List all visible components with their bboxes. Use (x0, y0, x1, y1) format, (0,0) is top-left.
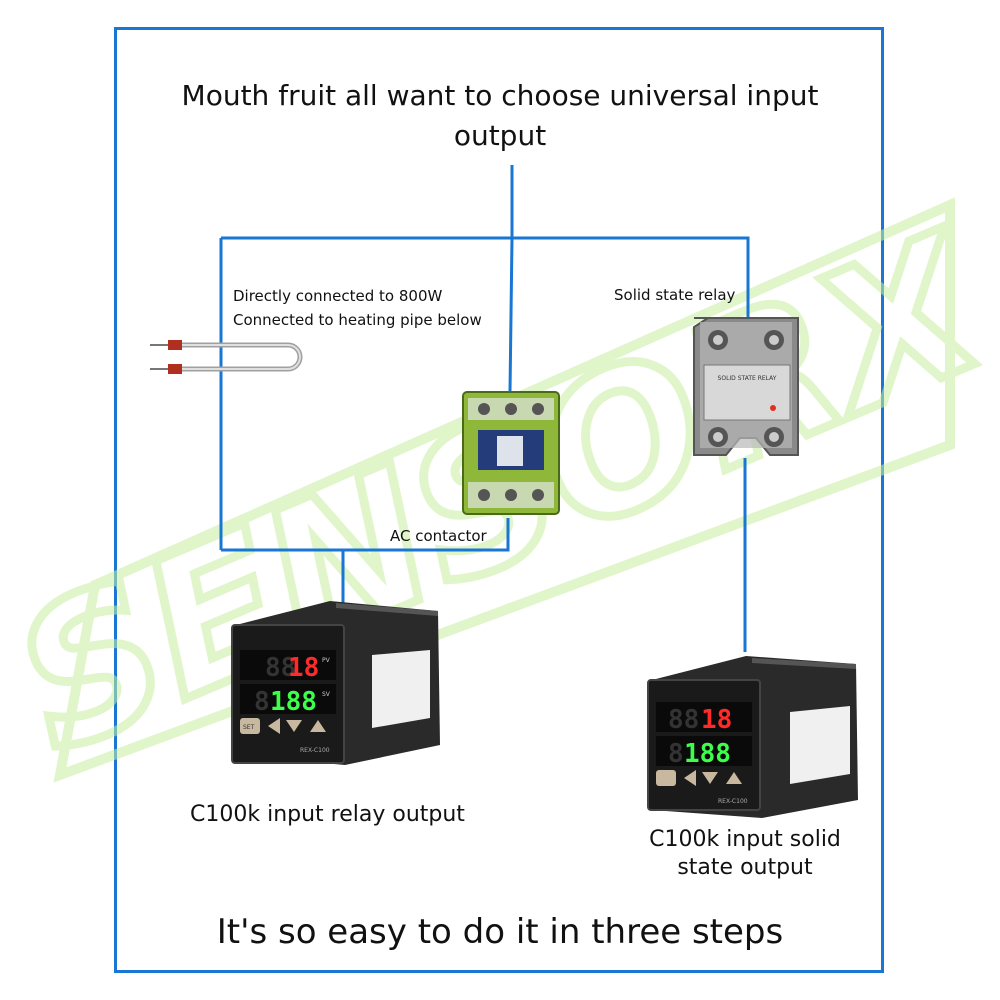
heater-note: Directly connected to 800W Connected to … (233, 284, 482, 332)
sv-tag: SV (322, 691, 331, 698)
controller-model-label: REX-C100 (300, 747, 330, 754)
pv-display: 18 (288, 653, 319, 683)
heating-pipe-icon (150, 340, 303, 374)
wire-contactor-feed (508, 237, 514, 393)
sv-display-2: 188 (684, 739, 731, 769)
heater-note-line-1: Directly connected to 800W (233, 287, 443, 305)
controller-ssr-output: 88 18 8 188 REX-C100 (647, 656, 858, 818)
page-title: Mouth fruit all want to choose universal… (181, 79, 819, 152)
wire-bottom-bus (221, 518, 510, 552)
controller-relay-output: 88 18 8 188 PV SV REX-C100 SET (231, 601, 440, 765)
svg-text:88: 88 (668, 705, 699, 735)
heater-note-line-2: Connected to heating pipe below (233, 311, 482, 329)
footer-caption: It's so easy to do it in three steps (216, 912, 784, 952)
ssr-label: Solid state relay (614, 286, 736, 304)
svg-text:88: 88 (265, 653, 296, 683)
ssr-device-text: SOLID STATE RELAY (718, 375, 777, 382)
pv-display-2: 18 (701, 705, 732, 735)
diagram-frame (114, 27, 884, 973)
controller-model-label-2: REX-C100 (718, 798, 748, 805)
sv-display: 188 (270, 687, 317, 717)
wiring-lines (219, 165, 750, 652)
ac-contactor-icon (462, 391, 560, 515)
wire-top-bus (221, 236, 750, 318)
relay-output-label: C100k input relay output (190, 802, 465, 827)
pv-tag: PV (322, 657, 331, 664)
contactor-label: AC contactor (390, 527, 487, 545)
svg-text:8: 8 (668, 739, 684, 769)
ssr-output-label: C100k input solid state output (649, 827, 841, 880)
svg-text:8: 8 (254, 687, 270, 717)
set-key-label: SET (243, 724, 255, 731)
solid-state-relay-icon: SOLID STATE RELAY (693, 317, 799, 456)
